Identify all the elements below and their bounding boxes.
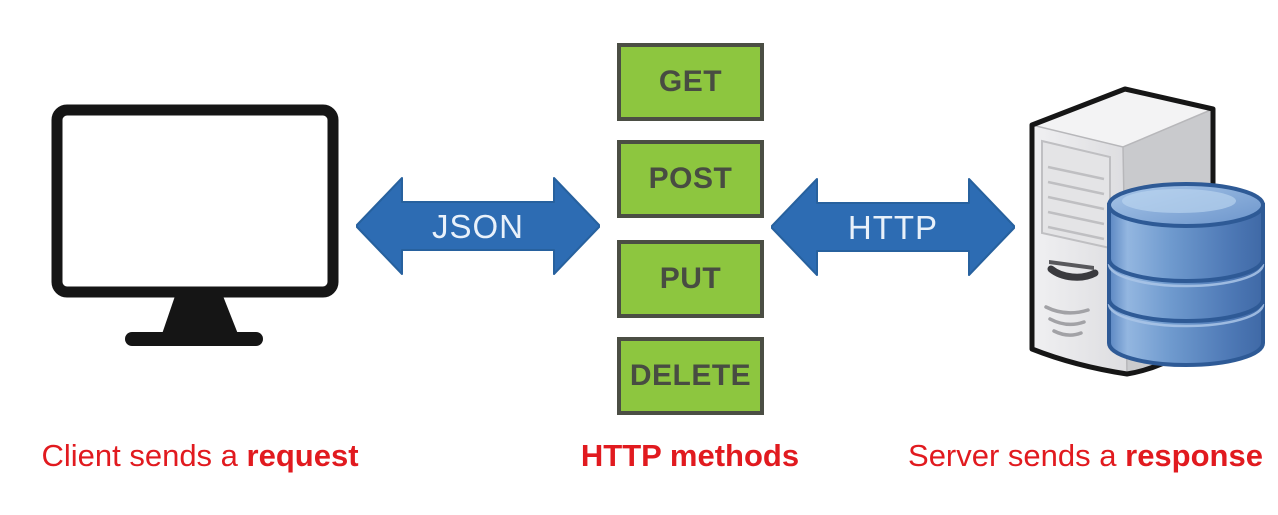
methods-caption-text: HTTP methods [580,438,800,473]
monitor-icon [51,104,339,346]
double-headed-arrow-icon: JSON [355,177,601,275]
server-vent-lines [1047,165,1105,241]
server-grille-arc [1044,305,1090,315]
method-label-post: POST [648,162,733,195]
server-grille-arc [1052,329,1083,337]
client-caption-bold: request [246,438,359,473]
http-arrow: HTTP [770,177,1016,277]
server-tower-with-database-icon [1029,86,1265,377]
database-groove-highlight [1107,303,1265,328]
monitor-screen [51,104,339,298]
server-grille-arc [1048,317,1086,327]
json-arrow-label: JSON [432,208,524,245]
method-box-post: POST [617,140,764,218]
client-caption-text: Client sends a [41,438,247,473]
double-headed-arrow-icon: HTTP [770,178,1016,276]
method-label-delete: DELETE [629,359,752,392]
server-caption-bold: response [1125,438,1263,473]
server-database-icon [1020,83,1270,388]
database-groove [1107,258,1265,283]
server-drive-slot [1049,260,1094,270]
methods-caption: HTTP methods [540,437,840,475]
client-caption: Client sends a request [0,437,400,475]
server-caption: Server sends a response [893,437,1278,475]
database-top-highlight [1122,189,1236,213]
method-box-delete: DELETE [617,337,764,415]
json-arrow: JSON [355,176,601,276]
method-box-get: GET [617,43,764,121]
method-label-get: GET [658,65,723,98]
server-caption-text: Server sends a [908,438,1126,473]
server-top-face [1032,89,1213,147]
method-box-put: PUT [617,240,764,318]
client-monitor-icon [50,103,342,351]
monitor-stand-base [125,332,263,346]
monitor-stand-neck [162,296,238,334]
database-groove-highlight [1107,263,1265,288]
server-drive-handle [1047,265,1099,281]
database-groove [1107,298,1265,323]
method-label-put: PUT [659,262,722,295]
http-arrow-label: HTTP [848,209,938,246]
